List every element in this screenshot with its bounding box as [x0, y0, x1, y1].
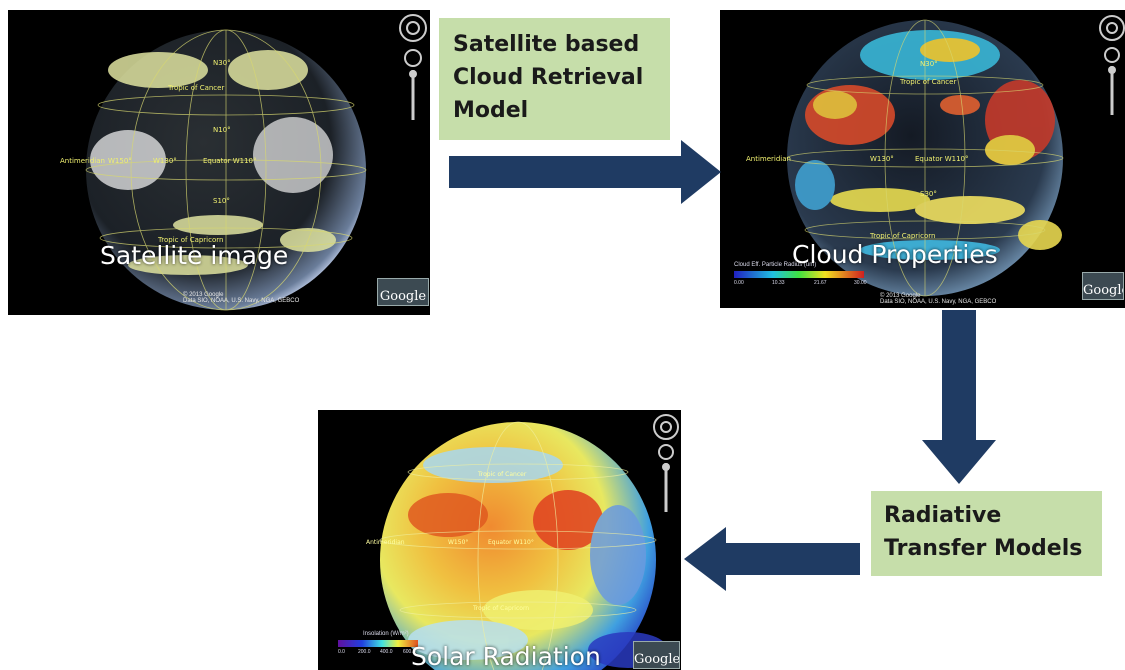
satellite-caption: Satellite image [100, 241, 289, 270]
radiative-transfer-models-box: Radiative Transfer Models [871, 491, 1102, 576]
credit-line: Data SIO, NOAA, U.S. Navy, NGA, GEBCO [880, 299, 997, 305]
box-line: Satellite based [453, 32, 640, 57]
solar-color-scale [338, 640, 418, 647]
zoom-slider-icon[interactable] [404, 49, 422, 120]
google-logo-icon: Google [377, 278, 429, 306]
globe-label: Tropic of Cancer [167, 84, 224, 92]
globe-label: N10° [213, 126, 231, 134]
scale-tick: 0.0 [338, 649, 345, 655]
arrow-left-icon [684, 527, 860, 591]
cloud-properties-panel: N30° Tropic of Cancer Antimeridian W130°… [720, 10, 1125, 308]
globe-label: N30° [920, 60, 938, 68]
credit-line: © 2013 Google [880, 293, 921, 299]
globe-label: Equator W110° [203, 157, 257, 165]
globe-label: S30° [920, 190, 937, 198]
compass-icon[interactable] [399, 14, 427, 42]
compass-icon[interactable] [1099, 15, 1125, 41]
globe-label: Tropic of Capricorn [157, 236, 223, 244]
google-logo-icon: Google [633, 641, 680, 669]
cloud-retrieval-model-box: Satellite based Cloud Retrieval Model [439, 18, 670, 140]
box-line: Radiative [884, 503, 1002, 528]
arrow-down-icon [922, 310, 996, 484]
globe-label: Antimeridian [60, 157, 105, 165]
solar-caption: Solar Radiation [411, 642, 601, 670]
arrow-right-icon [449, 140, 721, 204]
scale-tick: 21.67 [814, 280, 827, 286]
scale-tick: 400.0 [380, 649, 393, 655]
scale-tick: 600.0 [403, 649, 416, 655]
box-line: Transfer Models [884, 536, 1083, 561]
cloud-globe-image: N30° Tropic of Cancer Antimeridian W130°… [734, 15, 1125, 297]
cloud-caption: Cloud Properties [792, 240, 998, 269]
globe-label: Equator W110° [488, 539, 534, 546]
satellite-image-panel: N30° Tropic of Cancer N10° Antimeridian … [8, 10, 430, 315]
globe-label: W150° [448, 539, 468, 546]
box-line: Model [453, 98, 529, 123]
solar-radiation-panel: Tropic of Cancer Antimeridian W150° Equa… [318, 410, 681, 670]
cloud-credit: © 2013 Google Data SIO, NOAA, U.S. Navy,… [880, 293, 996, 305]
google-logo-icon: Google [1082, 272, 1124, 300]
globe-label: Tropic of Cancer [899, 78, 956, 86]
globe-label: W150° [108, 157, 132, 165]
globe-label: N30° [213, 59, 231, 67]
scale-tick: 30.00 [854, 280, 867, 286]
globe-label: Tropic of Cancer [477, 471, 527, 478]
globe-label: W130° [153, 157, 177, 165]
globe-label: Antimeridian [746, 155, 791, 163]
box-line: Cloud Retrieval [453, 65, 644, 90]
solar-scale-title: Insolation (W/m²) [363, 631, 409, 637]
zoom-slider-icon[interactable] [658, 444, 674, 512]
scale-tick: 10.33 [772, 280, 785, 286]
cloud-color-scale [734, 271, 864, 278]
globe-label: Tropic of Capricorn [869, 232, 935, 240]
compass-icon[interactable] [653, 414, 679, 440]
satellite-credit: © 2013 Google Data SIO, NOAA, U.S. Navy,… [183, 292, 299, 304]
globe-label: Tropic of Capricorn [472, 605, 529, 612]
scale-tick: 200.0 [358, 649, 371, 655]
globe-label: W130° [870, 155, 894, 163]
scale-tick: 0.00 [734, 280, 744, 286]
satellite-globe-image: N30° Tropic of Cancer N10° Antimeridian … [60, 14, 427, 311]
credit-line: © 2013 Google [183, 292, 224, 298]
globe-label: Equator W110° [915, 155, 969, 163]
zoom-slider-icon[interactable] [1104, 47, 1120, 115]
credit-line: Data SIO, NOAA, U.S. Navy, NGA, GEBCO [183, 298, 300, 304]
globe-label: Antimeridian [366, 539, 405, 546]
cloud-scale-title: Cloud Eff. Particle Radius (um) [734, 262, 817, 268]
globe-label: S10° [213, 197, 230, 205]
